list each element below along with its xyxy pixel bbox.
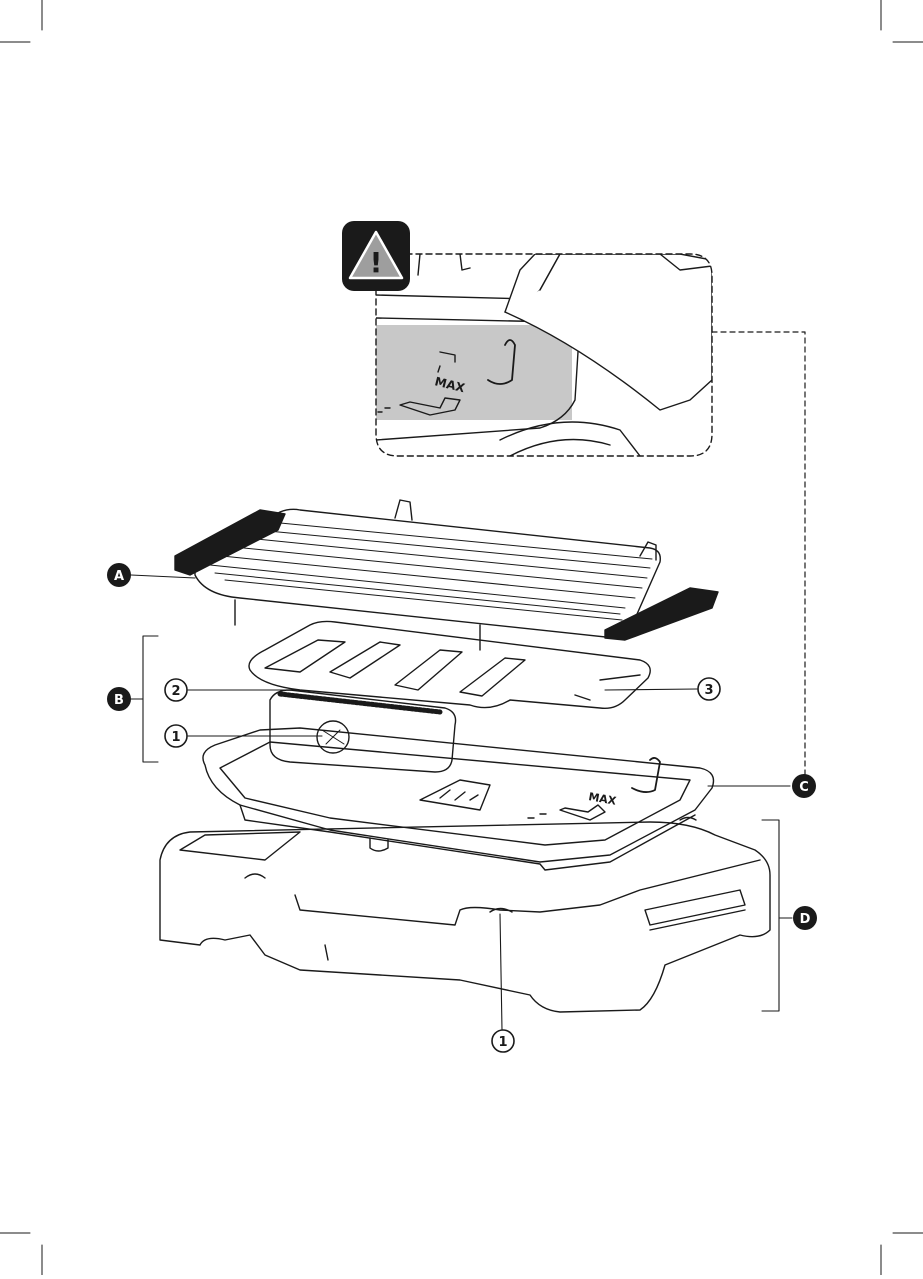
svg-text:B: B bbox=[114, 693, 124, 708]
detail-inset: MAX bbox=[376, 254, 712, 456]
svg-text:A: A bbox=[114, 569, 124, 584]
thermostat-control bbox=[270, 690, 456, 772]
svg-text:1: 1 bbox=[171, 730, 180, 745]
callout-1-base: 1 bbox=[492, 1030, 514, 1052]
leader-lines bbox=[131, 575, 792, 1030]
warning-exclamation-icon: ! bbox=[370, 246, 383, 279]
svg-text:D: D bbox=[800, 912, 811, 927]
svg-text:C: C bbox=[799, 780, 809, 795]
svg-text:1: 1 bbox=[498, 1035, 507, 1050]
inset-leader-line bbox=[712, 332, 805, 786]
callout-3: 3 bbox=[698, 678, 720, 700]
svg-text:2: 2 bbox=[171, 684, 180, 699]
svg-text:3: 3 bbox=[704, 683, 713, 698]
callout-2: 2 bbox=[165, 679, 187, 701]
tray-max-mark: MAX bbox=[587, 790, 617, 808]
callout-D: D bbox=[793, 906, 817, 930]
callout-B: B bbox=[107, 687, 131, 711]
callout-1-thermostat: 1 bbox=[165, 725, 187, 747]
callout-A: A bbox=[107, 563, 131, 587]
grill-rack bbox=[175, 500, 718, 650]
callout-C: C bbox=[792, 774, 816, 798]
grill-base bbox=[160, 818, 770, 1013]
warning-badge: ! bbox=[342, 221, 410, 291]
